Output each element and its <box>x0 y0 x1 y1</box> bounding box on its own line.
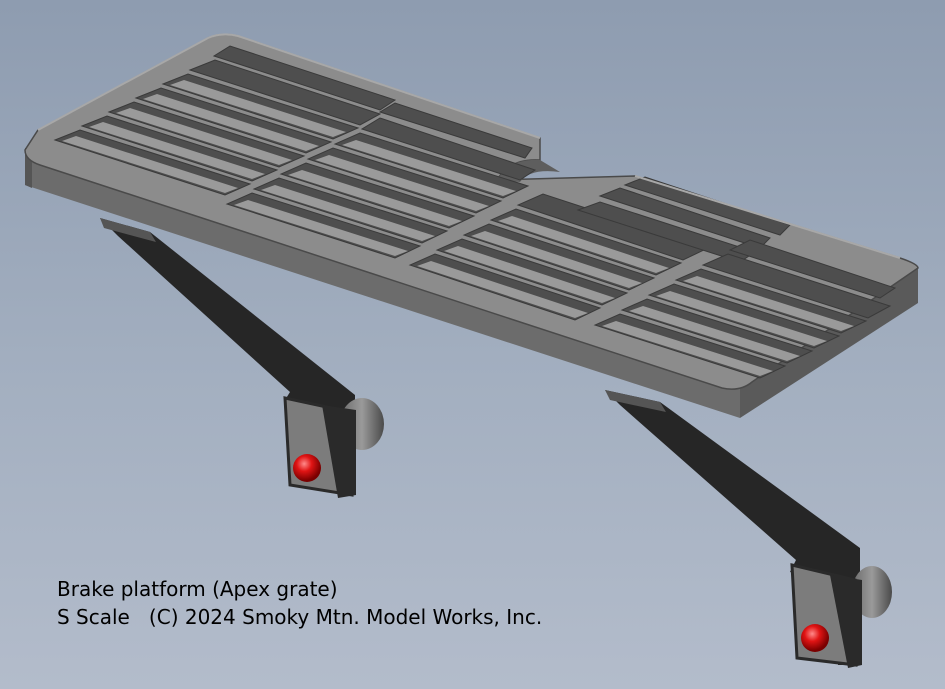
caption-copyright: S Scale (C) 2024 Smoky Mtn. Model Works,… <box>57 605 543 629</box>
grate-platform <box>24 33 919 418</box>
bolt-head <box>801 624 829 652</box>
left-bracket <box>100 218 384 498</box>
right-bracket <box>605 390 892 668</box>
bolt-head <box>293 454 321 482</box>
caption-title: Brake platform (Apex grate) <box>57 577 338 601</box>
